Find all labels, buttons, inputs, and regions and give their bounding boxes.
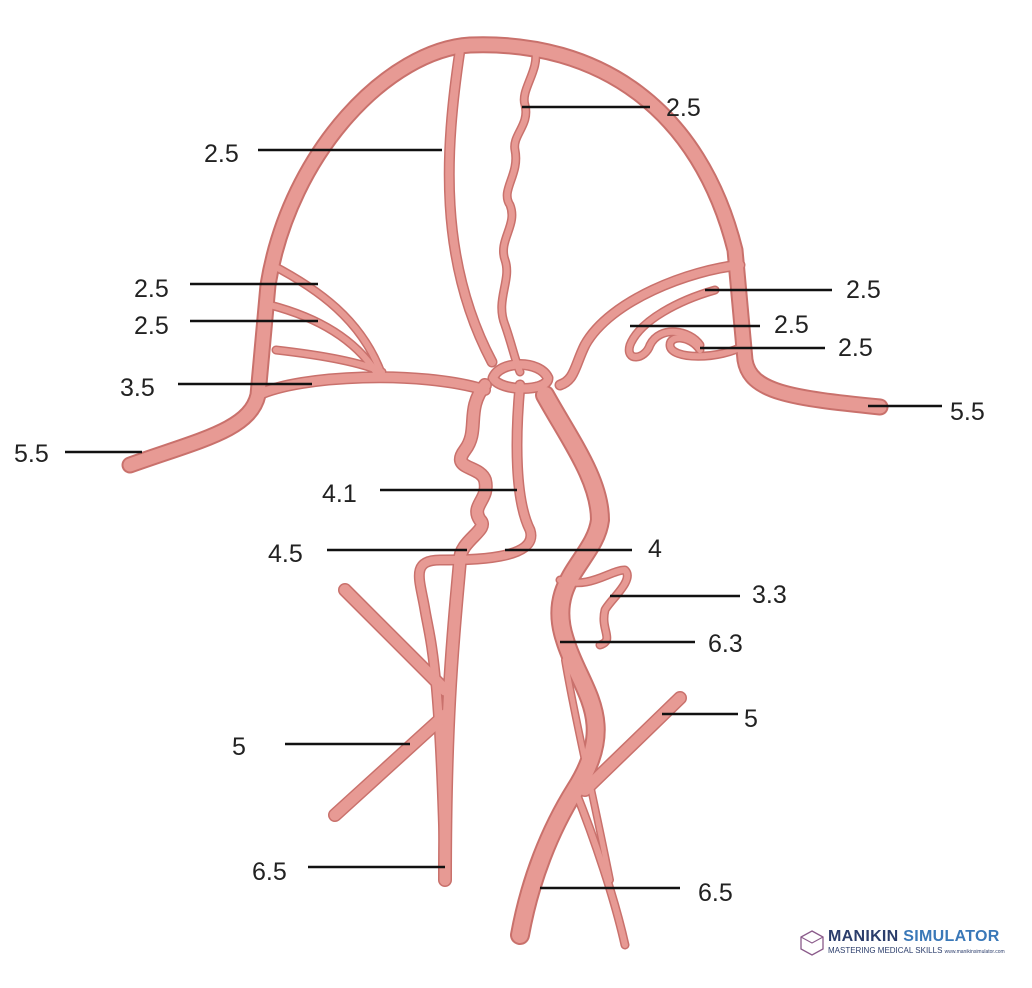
label-carotid: 6.3 [708,630,743,658]
logo-tagline: MASTERING MEDICAL SKILLS www.manikinsimu… [828,946,1005,955]
label-left-mid: 2.5 [134,312,169,340]
label-falx: 2.5 [204,140,239,168]
logo-title: MANIKIN SIMULATOR [828,928,1000,945]
label-left-lower: 3.5 [120,374,155,402]
label-left-upper: 2.5 [134,275,169,303]
label-right-end: 5.5 [950,398,985,426]
polyhedron-logo-icon [800,930,824,956]
label-sss: 2.5 [666,94,701,122]
label-vertebral-twist: 4.1 [322,480,357,508]
label-basilar: 4 [648,535,662,563]
label-right-loop: 3.3 [752,581,787,609]
label-left-cross: 5 [232,733,246,761]
label-right-lower: 2.5 [838,334,873,362]
leader-lines [65,105,942,890]
label-right-mid: 2.5 [774,311,809,339]
label-right-upper: 2.5 [846,276,881,304]
label-left-base: 6.5 [252,858,287,886]
label-right-base: 6.5 [698,879,733,907]
label-right-cross: 5 [744,705,758,733]
label-vertebral-loop: 4.5 [268,540,303,568]
label-left-end: 5.5 [14,440,49,468]
vessel-model [121,36,889,950]
labels: 2.5 2.5 2.5 2.5 3.5 5.5 2.5 2.5 2.5 5.5 … [14,94,985,907]
